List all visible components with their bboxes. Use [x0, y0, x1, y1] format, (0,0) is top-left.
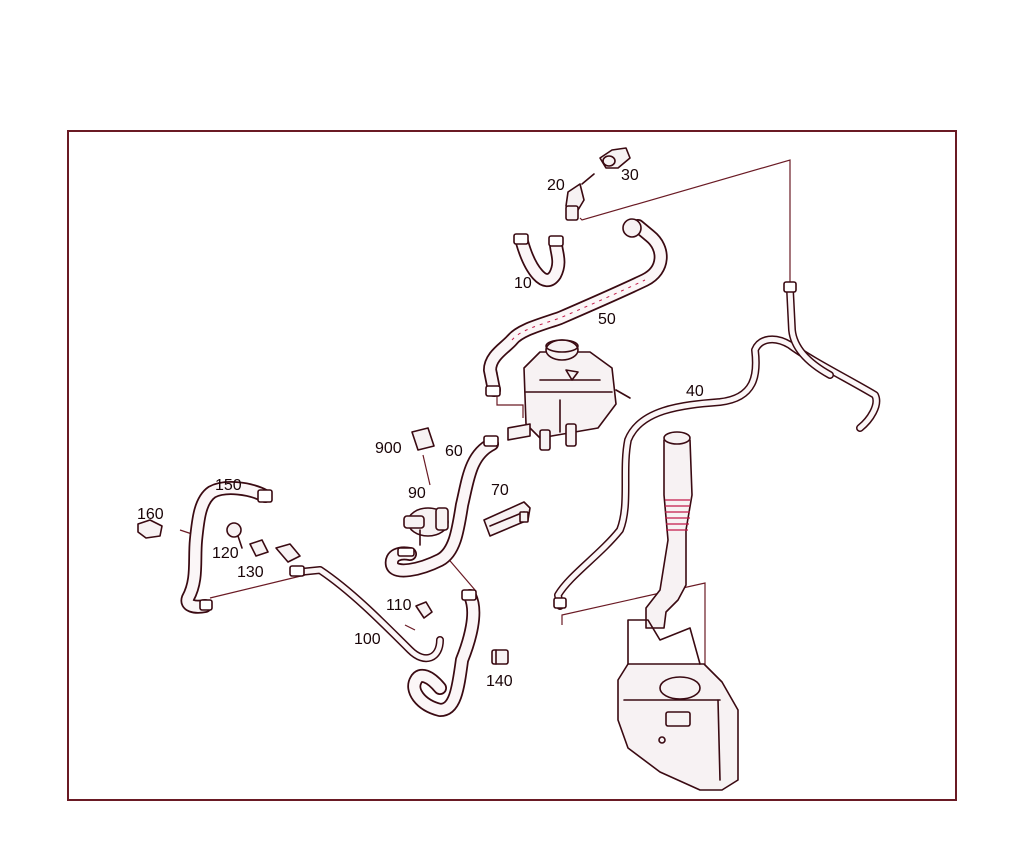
- part-40-pipe: [553, 281, 881, 610]
- callout-40: 40: [686, 383, 704, 400]
- callout-120: 120: [212, 545, 239, 562]
- callout-160: 160: [137, 506, 164, 523]
- part-10-hose: [513, 233, 566, 287]
- part-900-label: [411, 427, 435, 451]
- callout-20: 20: [547, 177, 565, 194]
- part-30-fitting: [599, 147, 631, 169]
- part-150-hose: [180, 481, 273, 614]
- part-120-bolt: [226, 522, 243, 549]
- callout-60: 60: [445, 443, 463, 460]
- filler-corrugation: [665, 499, 690, 531]
- callout-900: 900: [375, 440, 402, 457]
- part-50-hose: [483, 218, 668, 397]
- part-100-hose: [289, 565, 481, 717]
- callout-110: 110: [386, 597, 412, 614]
- part-160-clamp: [137, 519, 163, 539]
- callout-50: 50: [598, 311, 616, 328]
- callout-130: 130: [237, 564, 264, 581]
- expansion-tank: [507, 339, 631, 451]
- callout-10: 10: [514, 275, 532, 292]
- part-60-hose: [384, 435, 499, 578]
- part-90-pump: [397, 507, 449, 557]
- callout-150: 150: [215, 477, 242, 494]
- callout-140: 140: [486, 673, 513, 690]
- callout-30: 30: [621, 167, 639, 184]
- part-130-bracket: [249, 539, 301, 563]
- diagram-frame: [67, 130, 957, 801]
- leader-lines: [179, 159, 791, 665]
- part-110-clip: [415, 601, 433, 619]
- callout-labels: 10 20 30 40 50 60 70 90 100 110 120 130 …: [137, 167, 704, 690]
- callout-70: 70: [491, 482, 509, 499]
- washer-reservoir: [617, 431, 739, 791]
- callout-100: 100: [354, 631, 381, 648]
- part-140-clip: [491, 649, 509, 665]
- callout-90: 90: [408, 485, 426, 502]
- part-70-bracket: [483, 501, 531, 537]
- part-20-connector: [565, 173, 595, 221]
